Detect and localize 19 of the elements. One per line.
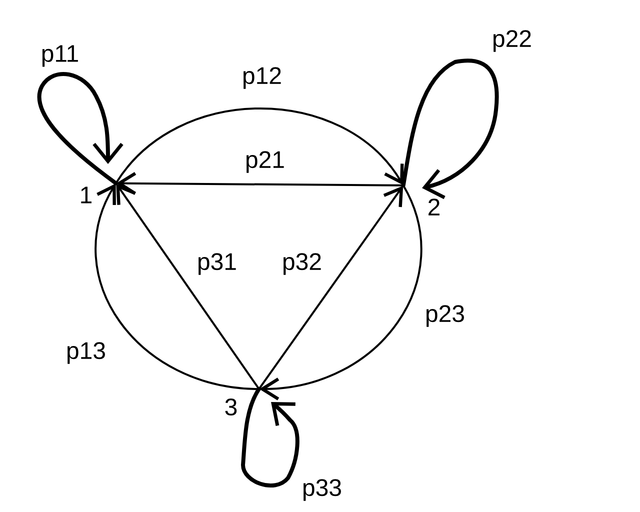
curved-arrow — [259, 184, 422, 400]
self-loop-arrow — [37, 72, 124, 186]
edge-label: p22 — [494, 30, 531, 52]
edge-label: p31 — [198, 253, 236, 275]
edge-label: p13 — [68, 342, 105, 364]
edge-label: p12 — [244, 67, 281, 89]
arrow — [116, 172, 404, 195]
edge-label: p33 — [304, 479, 341, 501]
state-number: 1 — [81, 186, 92, 204]
edge-label: p21 — [246, 151, 284, 173]
self-loop-arrow — [241, 387, 300, 488]
self-loop-arrow — [401, 58, 499, 200]
state-number: 3 — [225, 398, 237, 416]
edge-label: p23 — [426, 305, 464, 327]
state-number: 2 — [428, 198, 440, 216]
curved-arrow — [115, 107, 404, 186]
edge-label: p11 — [42, 45, 78, 67]
edge-label: p32 — [284, 253, 321, 275]
arrow — [258, 186, 404, 390]
